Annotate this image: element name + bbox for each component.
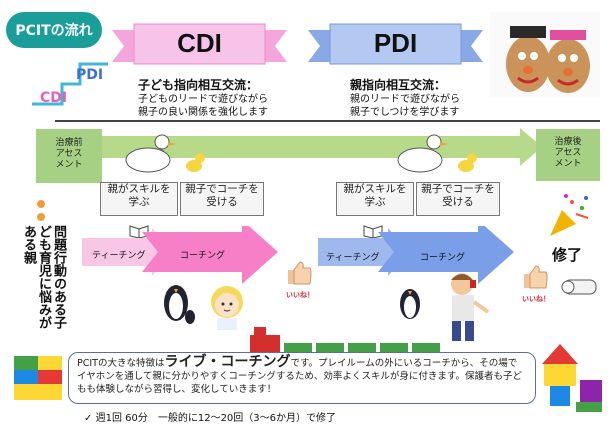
toy-characters-image [490, 12, 600, 97]
description-intro: PCITの大きな特徴は [77, 358, 165, 369]
assessment-before-box: 治療前 アセス メント [36, 129, 102, 183]
phase2-callout-coached-line1: 親子でコーチを [421, 183, 495, 195]
phase2-callout-coached-line2: 受ける [442, 196, 474, 208]
pdi-caption-title: 親指向相互交流： [350, 78, 447, 92]
bullet-dot [37, 213, 45, 221]
assessment-after-line1: 治療後 [554, 137, 582, 147]
cdi-caption-title: 子ども指向相互交流： [138, 78, 259, 92]
assessment-before-line3: メント [55, 160, 83, 170]
stair-label-cdi: CDI [40, 90, 68, 106]
phase1-callout-coached-line1: 親子でコーチを [185, 183, 259, 195]
coach-man-icon [451, 273, 490, 341]
phase2-callout-learn-line1: 親がスキルを [343, 183, 407, 195]
girl-character-icon [211, 286, 243, 330]
target-audience-text: 問題行動のある子ども育児に悩みがある親 [21, 225, 66, 329]
toy-blocks-right-icon [542, 344, 602, 412]
phase1-callout-coached: 親子でコーチを 受ける [180, 182, 264, 216]
diploma-icon [561, 279, 597, 295]
finish-label: 修了 [552, 246, 583, 264]
description-line3: もも体験しながら習得し、変化していきます！ [77, 384, 277, 395]
phase1-callout-learn-line2: 学ぶ [128, 196, 150, 208]
stair-label-pdi: PDI [76, 67, 104, 83]
phase2-iine-label: いいね！ [522, 295, 550, 303]
phase1-callout-learn-line1: 親がスキルを [107, 183, 171, 195]
phase1-callout-learn: 親がスキルを 学ぶ [100, 182, 178, 216]
cdi-label: CDI [177, 28, 222, 58]
book-icon [363, 225, 383, 238]
cdi-caption-line2: 親子の良い関係を強化します [138, 107, 268, 118]
assessment-before-line1: 治療前 [55, 138, 83, 148]
assessment-after-box: 治療後 アセス メント [536, 129, 600, 181]
live-coaching-description: PCITの大きな特徴はライブ・コーチングです。プレイルームの外にいるコーチから、… [68, 352, 536, 404]
phase1-iine-label: いいね！ [286, 291, 314, 299]
cdi-caption: 子ども指向相互交流： 子どものリードで遊びながら 親子の良い関係を強化します [138, 76, 298, 119]
pdi-caption-line2: 親子でしつけを学びます [350, 107, 460, 118]
cdi-caption-line1: 子どものリードで遊びながら [138, 94, 268, 105]
duck-family-icon-2 [397, 134, 477, 173]
phase2-arrows [318, 226, 514, 284]
divider-line [55, 120, 600, 122]
phase1-coaching-label: コーチング [180, 251, 226, 261]
penguin-icon [400, 289, 420, 319]
timeline-arrowhead [520, 128, 542, 166]
phase2-callout-coached: 親子でコーチを 受ける [416, 182, 500, 216]
description-line1: です。プレイルームの外にいるコーチから、その場で [290, 358, 518, 369]
phase2-coaching-label: コーチング [420, 253, 466, 263]
assessment-after-line2: アセス [554, 148, 582, 158]
phase2-teaching-label: ティーチング [326, 253, 380, 263]
pdi-ribbon: PDI [308, 22, 483, 70]
phase1-callout-coached-line2: 受ける [206, 196, 238, 208]
bullet-dot [37, 200, 45, 208]
description-line2: イヤホンを通して親に分かりやすくコーチングするため、効率よくスキルが身に付きます… [77, 371, 522, 382]
party-popper-icon [550, 194, 589, 236]
phase1-arrows [82, 226, 278, 284]
toy-blocks-left-icon [14, 356, 62, 400]
pdi-caption-line1: 親のリードで遊びながら [350, 94, 460, 105]
pdi-caption: 親指向相互交流： 親のリードで遊びながら 親子でしつけを学びます [350, 76, 510, 119]
assessment-before-line2: アセス [55, 149, 83, 159]
session-footer-text: 週1回 60分 一般的に12〜20回（3〜6か月）で修了 [95, 413, 337, 424]
check-icon: ✓ [84, 413, 93, 424]
assessment-after-line3: メント [554, 159, 582, 169]
title-pill: PCITの流れ [6, 12, 102, 48]
description-highlight: ライブ・コーチング [164, 354, 291, 370]
thumbs-up-icon [288, 261, 312, 285]
duck-family-icon-1 [125, 134, 205, 173]
phase2-callout-learn-line2: 学ぶ [364, 196, 386, 208]
penguin-icon [164, 285, 195, 324]
stair-step-graphic [32, 62, 108, 106]
cdi-ribbon: CDI [112, 22, 287, 70]
thumbs-up-icon [524, 265, 548, 289]
phase2-callout-learn: 親がスキルを 学ぶ [336, 182, 414, 216]
phase1-teaching-label: ティーチング [92, 251, 146, 261]
session-footer: ✓ 週1回 60分 一般的に12〜20回（3〜6か月）で修了 [84, 409, 336, 424]
pdi-label: PDI [373, 28, 418, 58]
